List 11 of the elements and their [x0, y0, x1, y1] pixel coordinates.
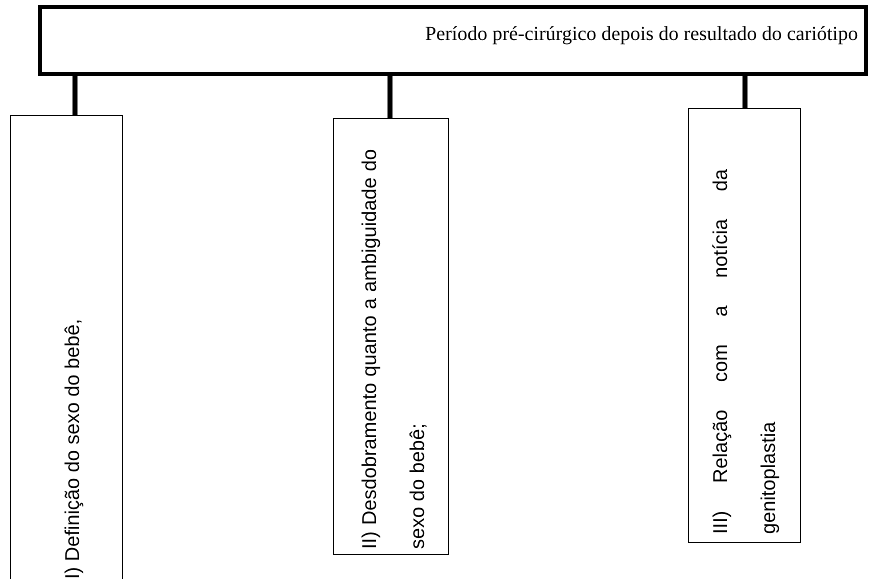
category-text: III) Relação com a notícia da genitoplastia [709, 169, 781, 534]
connector-line [388, 76, 392, 118]
category-box [333, 118, 449, 555]
connector-line [72, 76, 78, 115]
heading-box [38, 5, 868, 76]
category-box [10, 115, 123, 579]
category-text: I) Definição do sexo do bebê, [61, 318, 85, 579]
category-box [688, 108, 801, 543]
connector-line [742, 76, 748, 108]
category-text: II) Desdobramento quanto a ambiguidade do sexo do bebê; [358, 149, 430, 549]
heading-text: Período pré-cirúrgico depois do resultado do cariótipo [425, 23, 858, 46]
